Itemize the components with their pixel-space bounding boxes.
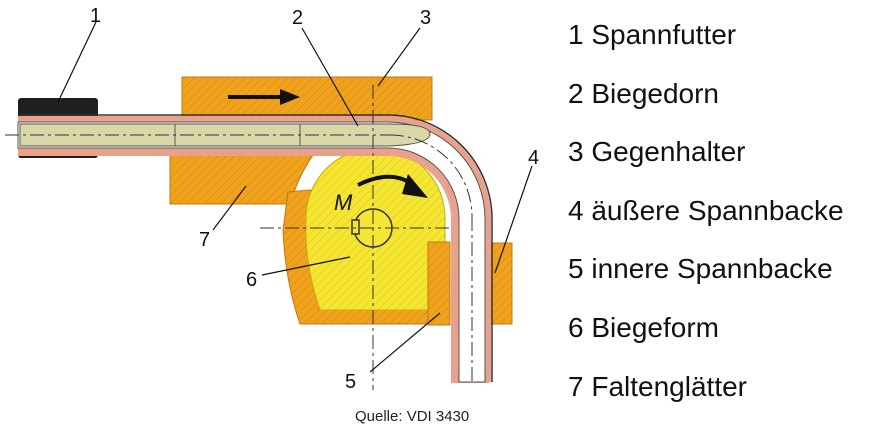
- legend-item: 2 Biegedorn: [568, 77, 720, 109]
- tube-bore: [17, 121, 486, 383]
- hub-key: [351, 219, 360, 235]
- pressure-die: [181, 76, 433, 121]
- moment-label: M: [334, 190, 353, 215]
- callout-2: 2: [292, 7, 303, 29]
- legend-item: 1 Spannfutter: [568, 19, 737, 50]
- legend: 1 Spannfutter 2 Biegedorn 3 Gegenhalter …: [568, 12, 844, 422]
- source-caption: Quelle: VDI 3430: [355, 408, 470, 425]
- outer-clamp-die: [486, 242, 513, 325]
- tube-wall-outer: [18, 114, 493, 382]
- feed-direction-arrow: [228, 89, 300, 105]
- callout-5: 5: [345, 371, 356, 393]
- callout-7: 7: [199, 229, 210, 251]
- moment-arrowhead: [402, 174, 428, 198]
- callout-1: 1: [90, 5, 101, 27]
- tube-wall-outer-fill: [18, 116, 491, 382]
- callout-4: 4: [528, 147, 539, 169]
- rotary-draw-bending-diagram: M 1 2 3 4 5 6 7: [5, 5, 539, 393]
- center-lines: [5, 85, 473, 390]
- legend-item: 5 innere Spannbacke: [568, 253, 833, 285]
- legend-item: 6 Biegeform: [568, 311, 719, 343]
- legend-item: 3 Gegenhalter: [568, 136, 746, 168]
- inner-clamp-die: [427, 241, 451, 326]
- legend-item: 7 Faltenglätter: [568, 370, 747, 402]
- leader-lines: [57, 21, 533, 373]
- tube-wall-inner-fill: [18, 148, 459, 382]
- callout-6: 6: [246, 269, 257, 291]
- legend-item: 4 äußere Spannbacke: [568, 194, 844, 226]
- callout-3: 3: [420, 7, 431, 29]
